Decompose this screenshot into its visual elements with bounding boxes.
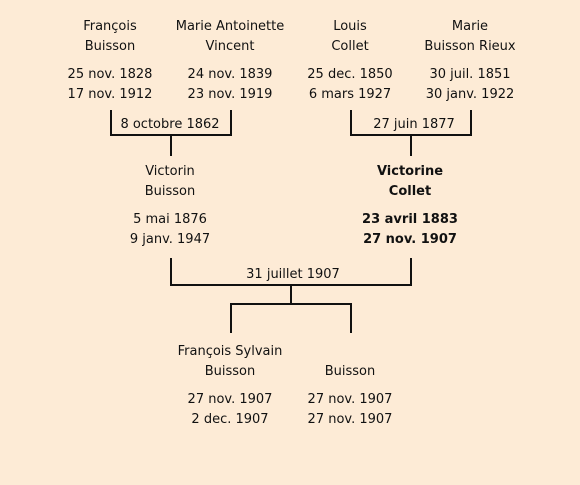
death-date: 30 janv. 1922	[425, 87, 515, 102]
marriage-date: 27 juin 1877	[362, 117, 466, 133]
death-date: 17 nov. 1912	[67, 87, 153, 102]
marriage-date: 31 juillet 1907	[238, 267, 348, 283]
person-victorine-collet: Victorine Collet 23 avril 1883 27 nov. 1…	[345, 162, 475, 250]
last-name: Buisson Rieux	[424, 39, 516, 54]
person-marie-antoinette-vincent: Marie Antoinette Vincent 24 nov. 1839 23…	[165, 17, 295, 105]
person-buisson-child: Buisson 27 nov. 1907 27 nov. 1907	[285, 342, 415, 430]
first-name: François	[83, 19, 137, 34]
connector-line	[410, 134, 412, 156]
last-name: Buisson	[324, 364, 376, 379]
connector-line	[470, 110, 472, 136]
connector-line	[230, 303, 352, 305]
connector-line	[230, 110, 232, 136]
person-marie-buisson-rieux: Marie Buisson Rieux 30 juil. 1851 30 jan…	[405, 17, 535, 105]
connector-line	[350, 303, 352, 333]
last-name: Vincent	[205, 39, 255, 54]
connector-line	[290, 284, 292, 304]
person-victorin-buisson: Victorin Buisson 5 mai 1876 9 janv. 1947	[105, 162, 235, 250]
first-name: Marie	[451, 19, 489, 34]
death-date: 23 nov. 1919	[187, 87, 273, 102]
first-name	[285, 342, 415, 362]
birth-date: 5 mai 1876	[133, 212, 207, 227]
first-name: Marie Antoinette	[175, 19, 285, 34]
marriage-date: 8 octobre 1862	[115, 117, 225, 133]
first-name: Louis	[333, 19, 367, 34]
last-name: Collet	[388, 184, 432, 199]
death-date: 27 nov. 1907	[363, 232, 457, 247]
person-louis-collet: Louis Collet 25 dec. 1850 6 mars 1927	[285, 17, 415, 105]
birth-date: 24 nov. 1839	[187, 67, 273, 82]
birth-date: 27 nov. 1907	[307, 392, 393, 407]
first-name: Victorin	[145, 164, 195, 179]
birth-date: 25 dec. 1850	[307, 67, 393, 82]
birth-date: 25 nov. 1828	[67, 67, 153, 82]
death-date: 27 nov. 1907	[307, 412, 393, 427]
death-date: 2 dec. 1907	[191, 412, 269, 427]
birth-date: 27 nov. 1907	[187, 392, 273, 407]
connector-line	[110, 110, 112, 136]
death-date: 6 mars 1927	[308, 87, 392, 102]
connector-line	[170, 258, 172, 286]
connector-line	[350, 110, 352, 136]
first-name: François Sylvain	[177, 344, 283, 359]
death-date: 9 janv. 1947	[129, 232, 211, 247]
connector-line	[230, 303, 232, 333]
last-name: Buisson	[204, 364, 256, 379]
last-name: Buisson	[84, 39, 136, 54]
birth-date: 30 juil. 1851	[429, 67, 511, 82]
connector-line	[410, 258, 412, 286]
last-name: Buisson	[144, 184, 196, 199]
birth-date: 23 avril 1883	[362, 212, 458, 227]
person-francois-sylvain-buisson: François Sylvain Buisson 27 nov. 1907 2 …	[165, 342, 295, 430]
first-name: Victorine	[376, 164, 444, 179]
last-name: Collet	[331, 39, 369, 54]
connector-line	[170, 134, 172, 156]
person-francois-buisson: François Buisson 25 nov. 1828 17 nov. 19…	[45, 17, 175, 105]
